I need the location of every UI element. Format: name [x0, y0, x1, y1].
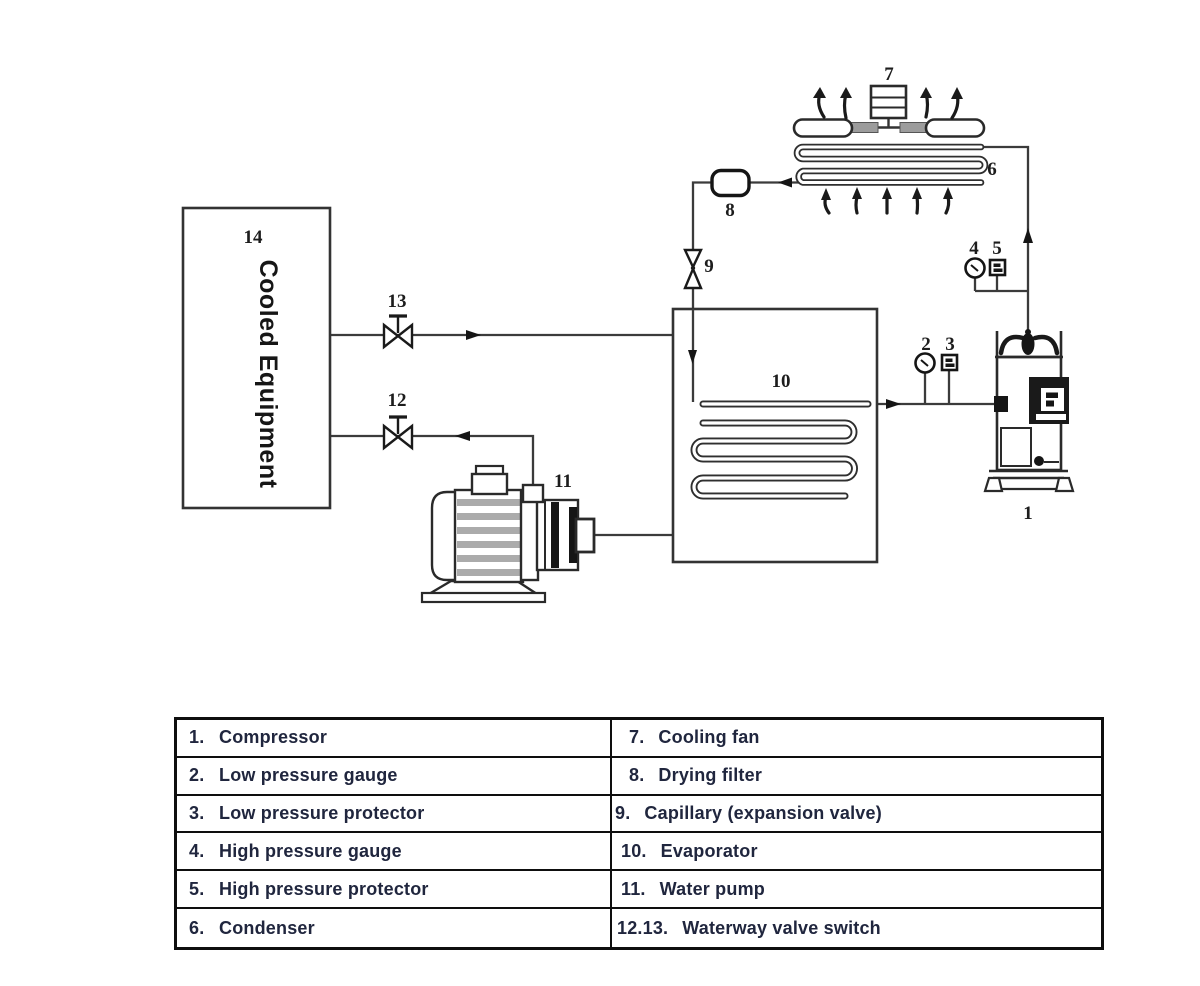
legend-name: Low pressure protector: [219, 803, 425, 824]
legend-row-3: 3. Low pressure protector: [177, 796, 610, 834]
label-3: 3: [945, 334, 955, 355]
condenser: 6: [793, 143, 997, 186]
legend-name: High pressure gauge: [219, 840, 402, 861]
legend-row-6: 6. Condenser: [177, 909, 610, 947]
low-pressure-protector: 3: [940, 334, 959, 372]
legend-num: 10.: [621, 840, 647, 861]
legend-name: Evaporator: [660, 840, 758, 861]
legend-num: 8.: [629, 765, 645, 786]
fan-motor-box: [869, 84, 908, 120]
legend-row-8: 8. Drying filter: [612, 758, 1101, 796]
label-5: 5: [992, 238, 1002, 259]
legend-name: Compressor: [219, 727, 328, 748]
low-pressure-gauge: 2: [914, 334, 936, 374]
legend-name: Waterway valve switch: [682, 917, 881, 938]
legend-num: 1.: [189, 727, 205, 748]
high-pressure-protector: 5: [988, 238, 1007, 277]
legend-table: 1. Compressor 2. Low pressure gauge 3. L…: [174, 717, 1104, 950]
legend-row-5: 5. High pressure protector: [177, 871, 610, 910]
drying-filter: 8: [710, 168, 751, 221]
legend-num: 5.: [189, 878, 205, 899]
waterway-valve-12: 12: [382, 390, 414, 451]
label-7: 7: [884, 64, 894, 85]
cooled-equipment-number: 14: [244, 227, 264, 248]
legend-name: Drying filter: [658, 765, 763, 786]
cooled-equipment-title: Cooled Equipment: [254, 260, 282, 489]
label-10: 10: [772, 371, 791, 392]
legend-row-2: 2. Low pressure gauge: [177, 758, 610, 796]
legend-row-11: 11. Water pump: [612, 871, 1101, 910]
pump-terminal-box: [470, 472, 509, 496]
legend-right-column: 7. Cooling fan 8. Drying filter 9. Capil…: [610, 720, 1101, 947]
capillary-expansion-valve: 9: [683, 248, 714, 290]
legend-num: 9.: [615, 803, 631, 824]
legend-num: 2.: [189, 765, 205, 786]
legend-num: 11.: [621, 878, 646, 899]
legend-num: 6.: [189, 917, 205, 938]
legend-row-1: 1. Compressor: [177, 720, 610, 758]
suction-inlet: [994, 396, 1008, 412]
compressor: 1: [983, 329, 1075, 524]
refrigeration-diagram: 14 Cooled Equipment 13 12 6: [181, 64, 1075, 604]
cooling-fan: 7: [792, 64, 986, 138]
legend-row-9: 9. Capillary (expansion valve): [612, 796, 1101, 834]
legend-row-7: 7. Cooling fan: [612, 720, 1101, 758]
label-2: 2: [921, 334, 931, 355]
evaporator: 10: [671, 307, 879, 564]
legend-left-column: 1. Compressor 2. Low pressure gauge 3. L…: [177, 720, 610, 947]
legend-num: 3.: [189, 803, 205, 824]
legend-row-4: 4. High pressure gauge: [177, 833, 610, 872]
legend-num: 4.: [189, 840, 205, 861]
waterway-valve-13: 13: [382, 291, 414, 350]
high-pressure-gauge: 4: [964, 238, 986, 279]
legend-name: Water pump: [659, 878, 765, 899]
label-13: 13: [388, 291, 407, 312]
legend-name: Cooling fan: [658, 727, 760, 748]
pump-top-port: [521, 483, 545, 504]
condenser-air-arrows: [821, 187, 953, 215]
water-pump: 11: [420, 464, 596, 604]
label-11: 11: [554, 471, 572, 492]
legend-name: Condenser: [219, 917, 315, 938]
label-12: 12: [388, 390, 407, 411]
label-6: 6: [987, 159, 997, 180]
legend-name: Capillary (expansion valve): [644, 803, 882, 824]
legend-num: 7.: [629, 727, 645, 748]
legend-row-10: 10. Evaporator: [612, 833, 1101, 872]
cooled-equipment-box: 14 Cooled Equipment: [181, 206, 332, 510]
label-9: 9: [704, 256, 714, 277]
label-4: 4: [969, 238, 979, 259]
label-8: 8: [725, 200, 735, 221]
pump-side-port: [574, 517, 596, 554]
legend-num: 12.13.: [617, 917, 669, 938]
legend-name: Low pressure gauge: [219, 765, 398, 786]
legend-name: High pressure protector: [219, 878, 429, 899]
legend-row-12-13: 12.13. Waterway valve switch: [612, 909, 1101, 947]
fan-air-arrows: [813, 87, 963, 120]
label-1: 1: [1023, 503, 1033, 524]
